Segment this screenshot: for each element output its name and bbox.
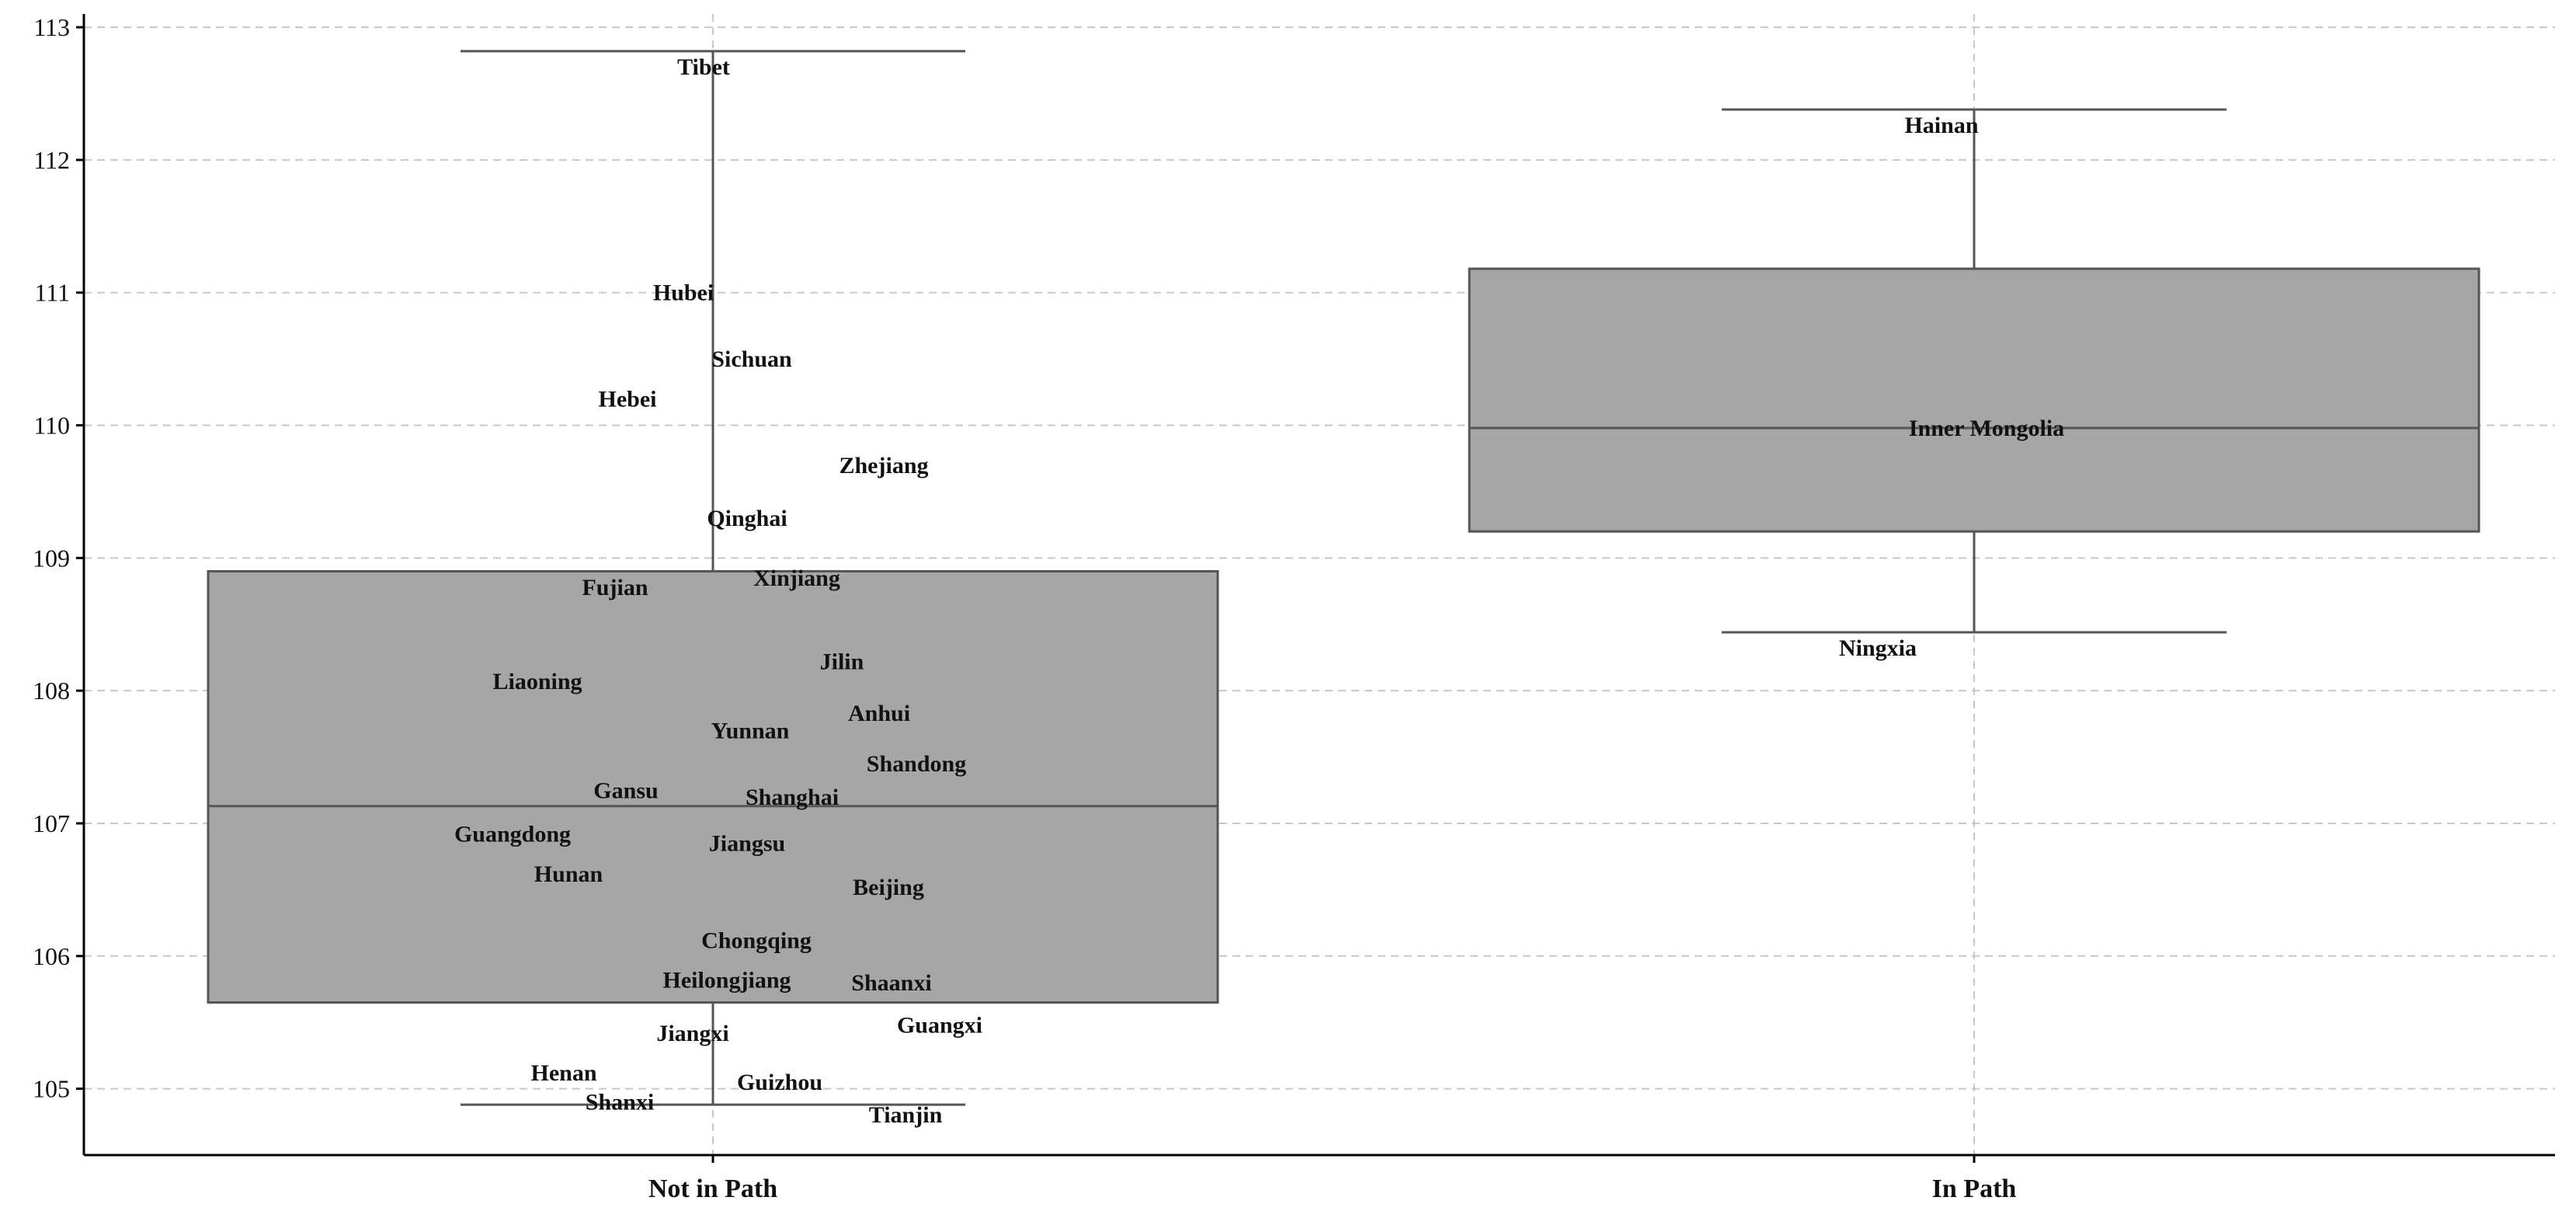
point-label: Guizhou: [737, 1070, 822, 1095]
y-tick-label: 108: [33, 677, 70, 705]
point-label: Henan: [530, 1060, 596, 1086]
point-label: Anhui: [848, 701, 910, 726]
point-label: Inner Mongolia: [1909, 416, 2064, 441]
point-label: Jilin: [820, 649, 864, 675]
point-label: Beijing: [853, 875, 924, 900]
point-label: Hebei: [599, 386, 657, 412]
point-label: Hainan: [1904, 113, 1978, 138]
point-label: Yunnan: [711, 718, 790, 743]
point-label: Shandong: [867, 751, 966, 777]
point-label: Ningxia: [1839, 635, 1917, 661]
point-label: Hunan: [534, 861, 603, 887]
point-label: Shaanxi: [851, 970, 931, 996]
point-label: Jiangxi: [656, 1021, 728, 1046]
x-category-label: Not in Path: [648, 1174, 777, 1203]
point-label: Guangdong: [454, 822, 571, 847]
point-label: Xinjiang: [753, 565, 840, 591]
y-tick-label: 109: [33, 544, 70, 572]
point-label: Shanxi: [586, 1090, 654, 1115]
y-tick-label: 106: [33, 942, 70, 970]
y-tick-label: 110: [33, 412, 70, 440]
y-tick-label: 107: [33, 809, 70, 837]
point-label: Liaoning: [492, 669, 582, 694]
point-label: Qinghai: [707, 506, 787, 531]
box-iqr: [1468, 267, 2480, 533]
point-label: Hubei: [653, 280, 714, 306]
point-label: Gansu: [593, 778, 658, 803]
y-tick-label: 111: [34, 279, 70, 307]
point-label: Sichuan: [711, 346, 792, 372]
point-label: Chongqing: [701, 927, 812, 953]
point-label: Guangxi: [897, 1013, 982, 1039]
point-label-layer: TibetHubeiSichuanHebeiZhejiangQinghaiXin…: [454, 54, 2064, 1128]
x-category-label: In Path: [1932, 1174, 2017, 1203]
y-tick-label: 112: [33, 146, 70, 174]
point-label: Heilongjiang: [662, 968, 791, 994]
point-label: Zhejiang: [839, 453, 928, 478]
y-tick-label: 113: [33, 13, 70, 41]
point-label: Tianjin: [869, 1102, 943, 1128]
point-label: Tibet: [677, 54, 730, 80]
y-tick-label: 105: [33, 1075, 70, 1103]
box-iqr: [207, 569, 1219, 1004]
point-label: Fujian: [582, 575, 648, 600]
point-label: Jiangsu: [709, 831, 785, 857]
point-label: Shanghai: [746, 785, 839, 810]
box-layer: [207, 50, 2480, 1106]
